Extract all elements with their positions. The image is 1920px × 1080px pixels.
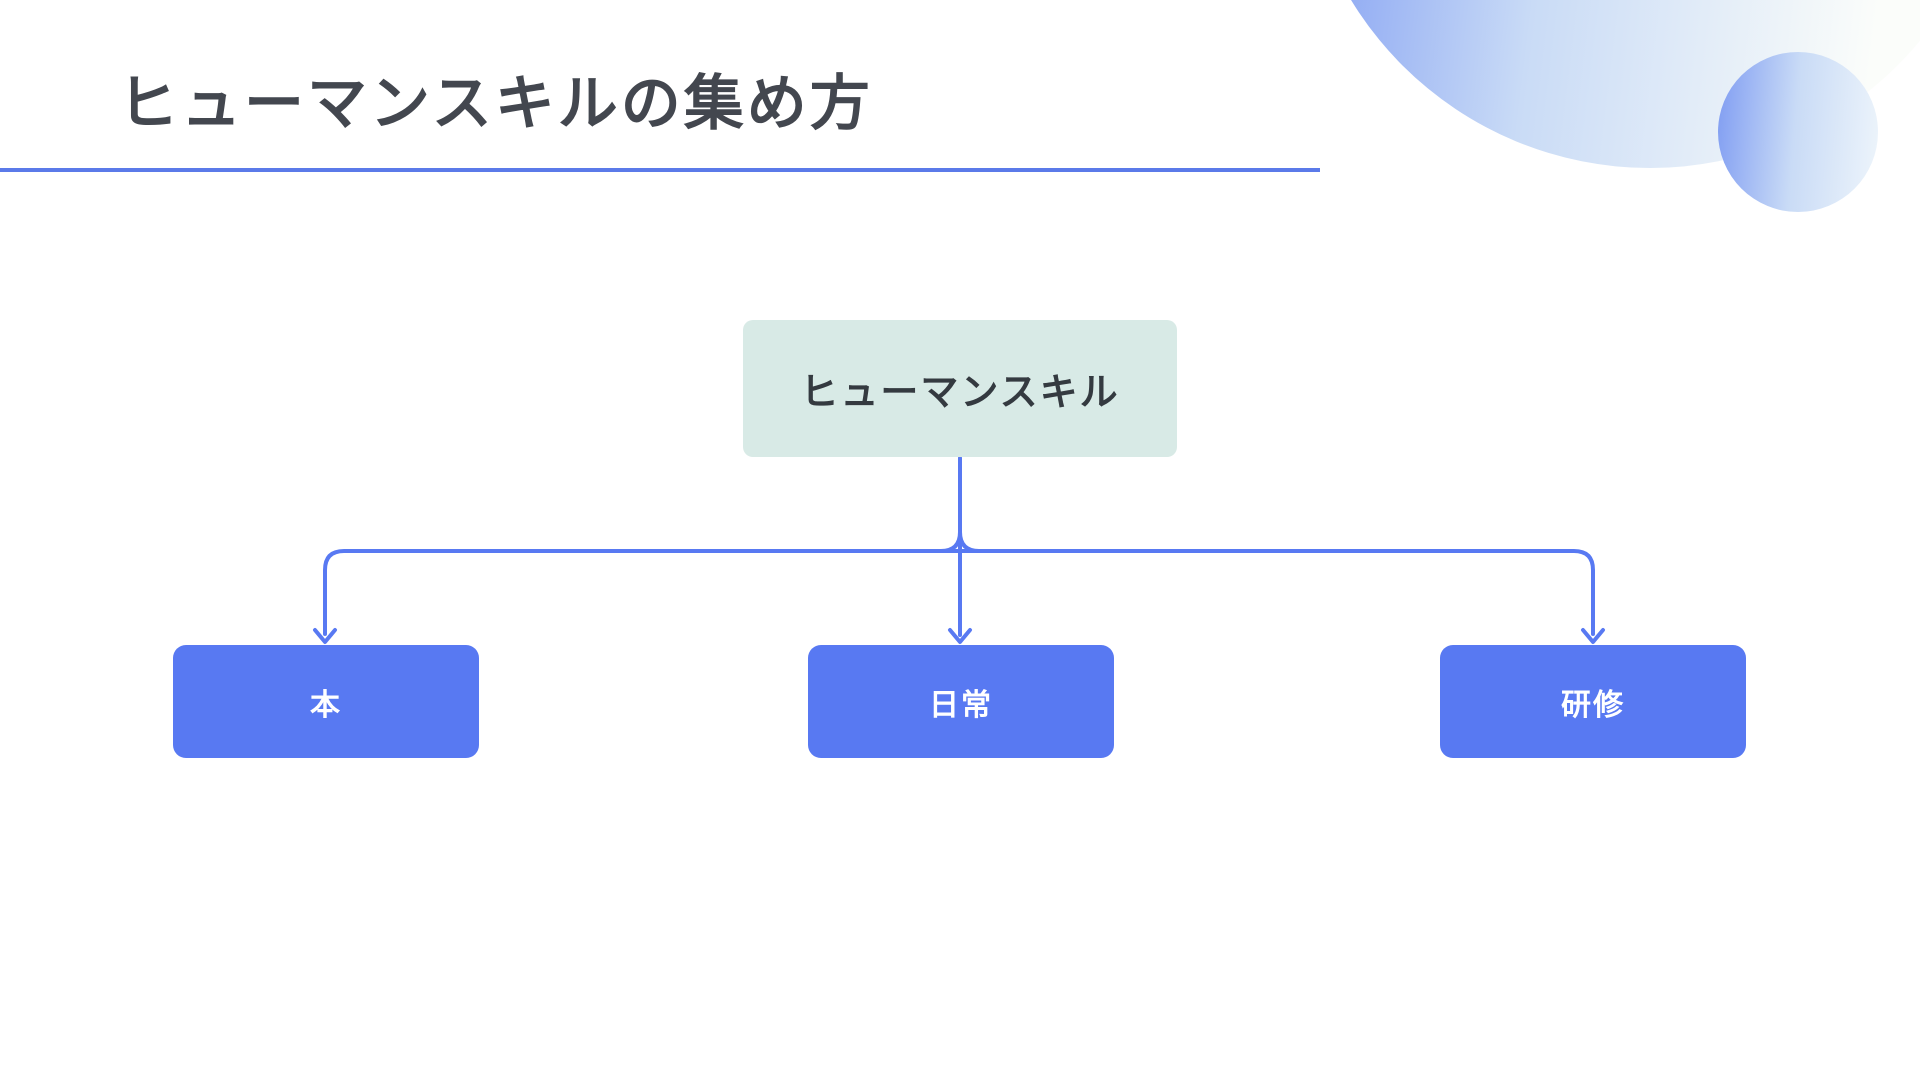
arrowhead-left: [313, 628, 337, 644]
decor-circle-small: [1718, 52, 1878, 212]
child-node-training: 研修: [1440, 645, 1746, 758]
arrowhead-center: [948, 628, 972, 644]
root-node: ヒューマンスキル: [743, 320, 1177, 457]
connector-rail: [323, 549, 1595, 636]
arrowhead-right: [1581, 628, 1605, 644]
child-node-daily: 日常: [808, 645, 1114, 758]
title-underline: [0, 168, 1320, 172]
connector-fillet-right: [958, 530, 981, 553]
slide-title: ヒューマンスキルの集め方: [118, 69, 873, 139]
connector-fillet-left: [939, 530, 962, 553]
child-node-book: 本: [173, 645, 479, 758]
